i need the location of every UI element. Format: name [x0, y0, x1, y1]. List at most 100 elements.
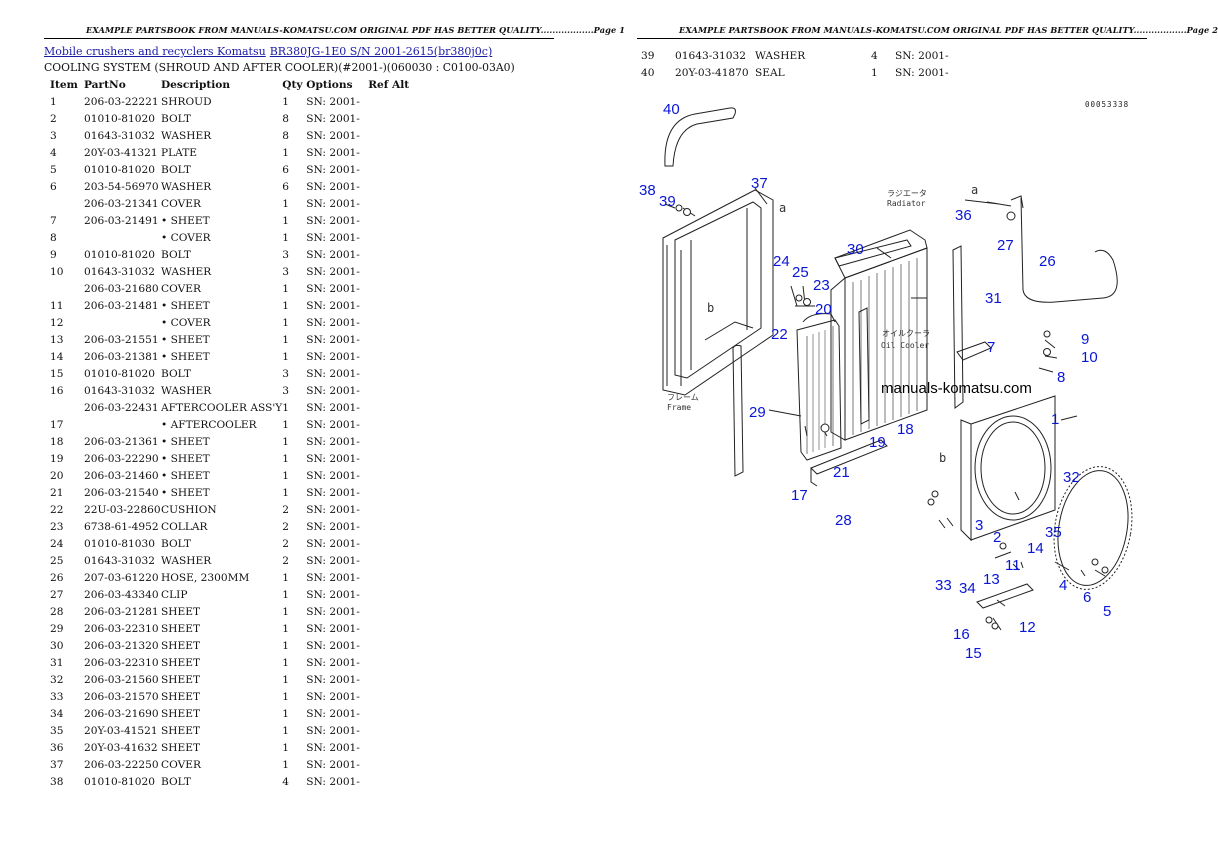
callout-7: 7 [987, 339, 995, 356]
qty-cell: 1 [282, 673, 289, 686]
callout-30: 30 [847, 241, 864, 258]
aftercooler [796, 319, 842, 461]
partno-cell: 20Y-03-41632 [84, 741, 158, 754]
callout-3: 3 [975, 517, 983, 534]
bolt-icon [1006, 211, 1016, 221]
callout-16: 16 [953, 626, 970, 643]
item-cell [44, 195, 84, 212]
callout-21: 21 [833, 464, 850, 481]
callout-8: 8 [1057, 369, 1065, 386]
section-title: COOLING SYSTEM (SHROUD AND AFTER COOLER)… [44, 61, 515, 74]
options-cell: SN: 2001- [306, 554, 360, 567]
ref-alt-cell [368, 348, 409, 365]
item-cell: 17 [50, 418, 64, 431]
item-cell: 9 [50, 248, 57, 261]
options-cell: SN: 2001- [306, 231, 360, 244]
item-cell: 22 [50, 503, 64, 516]
callout-40: 40 [663, 101, 680, 118]
seal-part [664, 107, 736, 167]
options-cell: SN: 2001- [306, 435, 360, 448]
description-cell: WASHER [161, 554, 212, 567]
partno-cell: 206-03-21570 [84, 690, 159, 703]
item-cell: 37 [50, 758, 64, 771]
callout-18: 18 [897, 421, 914, 438]
ref-alt-cell [368, 178, 409, 195]
item-cell: 27 [50, 588, 64, 601]
figure-number: 00053338 [1085, 100, 1129, 109]
ref-alt-cell [368, 246, 409, 263]
ref-alt-cell [368, 127, 409, 144]
model-link[interactable]: BR380JG-1E0 S/N 2001-2615(br380j0c) [269, 45, 493, 58]
description-cell: BOLT [161, 248, 191, 261]
ref-alt-cell [368, 365, 409, 382]
exploded-diagram: 00053338 ラジエータ Radiator オイルクーラ Oil Coole… [635, 90, 1150, 670]
plate-ring [1053, 466, 1133, 590]
description-cell: SHEET [161, 690, 201, 703]
ref-alt-cell [368, 756, 409, 773]
partno-cell [84, 314, 161, 331]
partno-cell: 206-03-22310 [84, 622, 159, 635]
partno-cell: 206-03-22221 [84, 95, 159, 108]
item-cell: 21 [50, 486, 64, 499]
item-cell: 15 [50, 367, 64, 380]
sheet-part-29 [732, 344, 744, 477]
options-cell: SN: 2001- [306, 367, 360, 380]
options-cell: SN: 2001- [306, 418, 360, 431]
col-description: Description [161, 79, 231, 91]
oil-cooler-label: Oil Cooler [881, 341, 929, 350]
item-cell: 28 [50, 605, 64, 618]
item-cell: 38 [50, 775, 64, 788]
item-cell: 32 [50, 673, 64, 686]
qty-cell: 1 [282, 435, 289, 448]
ref-alt-cell [368, 314, 409, 331]
description-cell: BOLT [161, 367, 191, 380]
qty-cell: 1 [282, 146, 289, 159]
item-cell: 11 [50, 299, 64, 312]
item-cell: 1 [50, 95, 57, 108]
description-cell: WASHER [161, 384, 212, 397]
header-divider [637, 38, 1147, 39]
qty-cell: 1 [282, 469, 289, 482]
item-cell: 5 [50, 163, 57, 176]
partno-cell: 206-03-21690 [84, 707, 159, 720]
callout-37: 37 [751, 175, 768, 192]
bolt-icon [1101, 566, 1109, 574]
callout-39: 39 [659, 193, 676, 210]
cover-part-28 [810, 439, 888, 475]
callout-28: 28 [835, 512, 852, 529]
ref-alt-cell [368, 280, 409, 297]
callout-17: 17 [791, 487, 808, 504]
item-cell: 34 [50, 707, 64, 720]
description-cell: COVER [161, 197, 201, 210]
washer-icon [931, 490, 939, 498]
description-cell: SHEET [161, 724, 201, 737]
options-cell: SN: 2001- [306, 537, 360, 550]
options-cell: SN: 2001- [306, 265, 360, 278]
ref-alt-cell [368, 212, 409, 229]
callout-20: 20 [815, 301, 832, 318]
item-cell [44, 399, 84, 416]
qty-cell: 1 [282, 588, 289, 601]
partno-cell: 01010-81020 [84, 367, 155, 380]
qty-cell: 6 [282, 163, 289, 176]
options-cell: SN: 2001- [895, 66, 949, 79]
ref-alt-cell [368, 399, 409, 416]
description-cell: • SHEET [161, 333, 210, 346]
catalog-link[interactable]: Mobile crushers and recyclers Komatsu [44, 45, 266, 58]
frame-label: Frame [667, 403, 691, 412]
callout-5: 5 [1103, 603, 1111, 620]
options-cell: SN: 2001- [306, 350, 360, 363]
col-options: Options [306, 79, 353, 91]
hose [1020, 197, 1118, 303]
partno-cell: 206-03-21341 [84, 197, 159, 210]
